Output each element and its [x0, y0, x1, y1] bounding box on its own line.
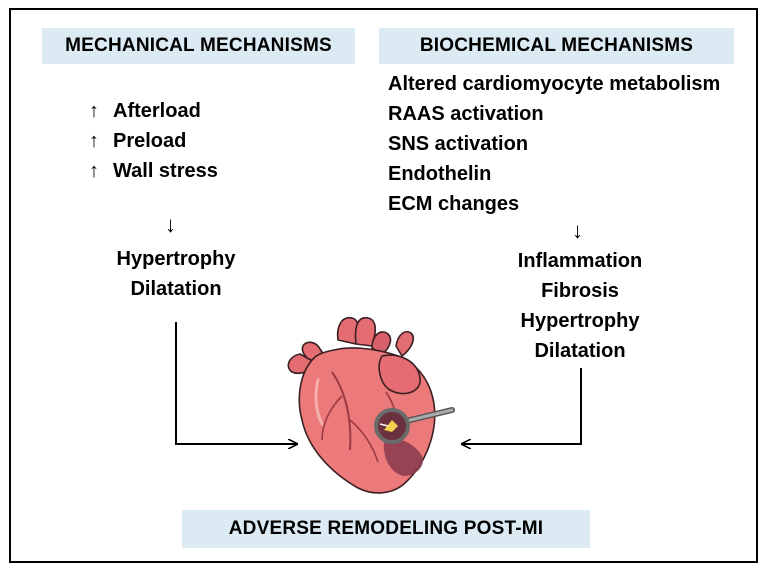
up-arrow-icon: ↑ [89, 130, 99, 152]
mechanical-mechanisms-title: MECHANICAL MECHANISMS [42, 28, 355, 64]
mechanical-outcomes-list: Hypertrophy Dilatation [96, 244, 256, 304]
diagram-frame [9, 8, 758, 563]
list-item: SNS activation [388, 133, 529, 155]
list-item: Hypertrophy [520, 310, 640, 332]
preload-label: Preload [113, 130, 187, 152]
list-item: Dilatation [130, 278, 222, 300]
list-item: Dilatation [534, 340, 626, 362]
biochemical-mechanisms-title: BIOCHEMICAL MECHANISMS [379, 28, 734, 64]
down-arrow-icon: ↓ [572, 218, 583, 243]
biochemical-outcomes-list: Inflammation Fibrosis Hypertrophy Dilata… [495, 246, 665, 366]
left-connector-arrow [175, 322, 297, 444]
list-item: ↑ Afterload [89, 96, 218, 126]
list-item: Altered cardiomyocyte metabolism [388, 73, 721, 95]
list-item: Inflammation [517, 250, 643, 272]
adverse-remodeling-title: ADVERSE REMODELING POST-MI [182, 510, 590, 548]
afterload-label: Afterload [113, 100, 201, 122]
list-item: RAAS activation [388, 103, 544, 125]
up-arrow-icon: ↑ [89, 100, 99, 122]
wall-stress-label: Wall stress [113, 160, 218, 182]
list-item: ECM changes [388, 193, 520, 215]
list-item: ↑ Preload [89, 126, 218, 156]
list-item: Endothelin [388, 163, 492, 185]
list-item: Hypertrophy [116, 248, 236, 270]
heart-illustration-icon [287, 316, 436, 494]
right-connector-arrow [462, 368, 582, 444]
mechanical-mechanisms-list: ↑ Afterload ↑ Preload ↑ Wall stress [89, 96, 218, 186]
magnifying-glass-icon [374, 407, 455, 444]
down-arrow-icon: ↓ [165, 212, 176, 237]
biochemical-mechanisms-list: Altered cardiomyocyte metabolism RAAS ac… [388, 69, 720, 219]
list-item: Fibrosis [541, 280, 619, 302]
list-item: ↑ Wall stress [89, 156, 218, 186]
up-arrow-icon: ↑ [89, 160, 99, 182]
